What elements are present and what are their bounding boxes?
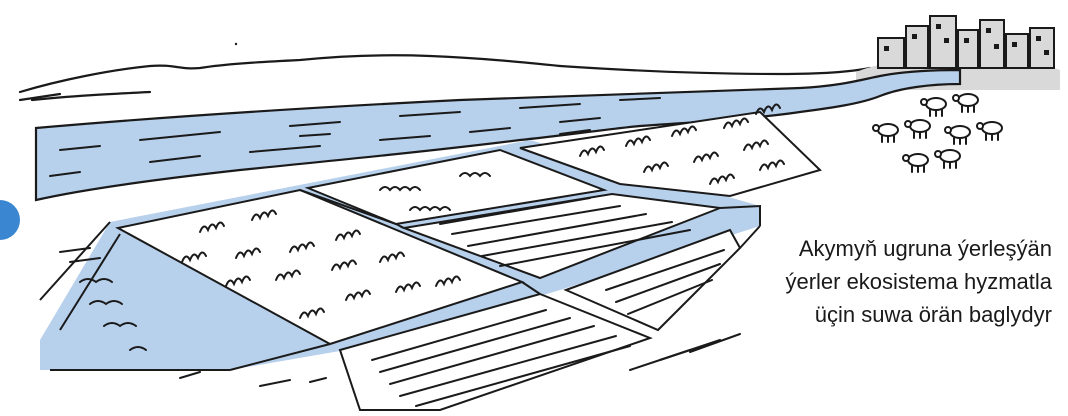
decor-dot [235, 43, 237, 45]
caption: Akymyň ugruna ýerleşýän ýerler ekosistem… [722, 232, 1052, 331]
caption-line-2: ýerler ekosistema hyzmatla [722, 265, 1052, 298]
sheep-icon [873, 94, 1002, 172]
accent-dot [0, 200, 20, 240]
caption-line-3: üçin suwa örän baglydyr [722, 298, 1052, 331]
caption-line-1: Akymyň ugruna ýerleşýän [722, 232, 1052, 265]
